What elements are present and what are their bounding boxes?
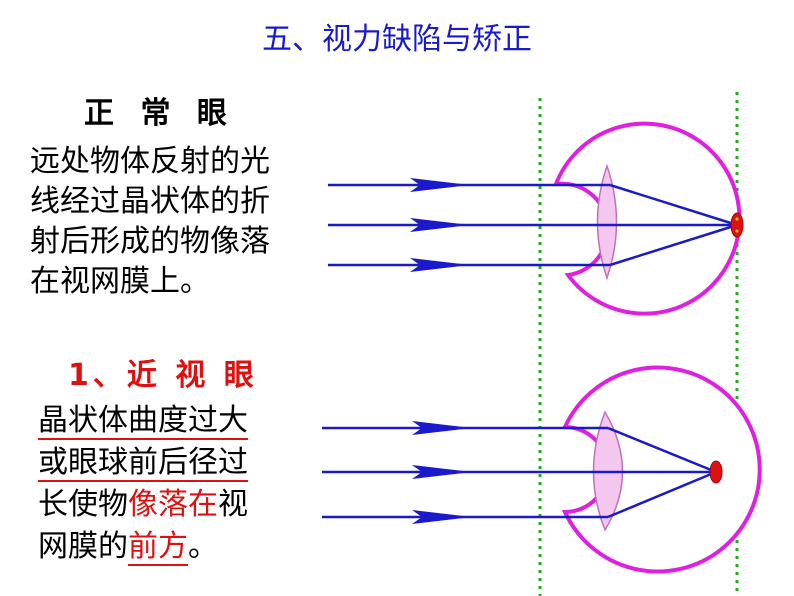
page-title: 五、视力缺陷与矫正: [262, 22, 532, 57]
myopia-arrow-middle: [412, 465, 472, 479]
myopia-arrow-bottom: [412, 510, 472, 524]
myopia-line-4b: 前方: [128, 529, 188, 566]
normal-eye-diagram: [328, 121, 744, 316]
myopia-arrow-top: [412, 421, 472, 435]
myopia-line-1: 晶状体曲度过大: [38, 400, 298, 442]
normal-refracted-top: [609, 183, 738, 227]
myopia-line-2: 或眼球前后径过: [38, 442, 298, 484]
normal-eye-line-1: 远处物体反射的光: [30, 144, 270, 179]
myopia-line-1-text: 晶状体曲度过大: [38, 403, 248, 440]
myopia-eye-diagram: [322, 365, 762, 574]
normal-refracted-bottom: [609, 223, 738, 267]
myopia-line-3a: 长使物: [38, 487, 128, 522]
myopia-refracted-bottom: [607, 470, 717, 519]
myopia-line-3: 长使物像落在视: [38, 484, 298, 526]
myopia-line-3c: 视: [218, 487, 248, 522]
normal-eye-line-4: 在视网膜上。: [30, 264, 210, 299]
normal-eyeball: [552, 121, 742, 316]
myopia-line-4: 网膜的前方。: [38, 526, 298, 568]
myopia-line-4c: 。: [188, 529, 218, 564]
myopia-image-spot: [709, 460, 723, 484]
normal-arrow-top: [410, 178, 470, 192]
myopia-line-4a: 网膜的: [38, 529, 128, 564]
normal-arrow-bottom: [410, 258, 470, 272]
normal-eye-description: 远处物体反射的光 线经过晶状体的折 射后形成的物像落 在视网膜上。: [30, 142, 320, 302]
myopia-description: 晶状体曲度过大 或眼球前后径过 长使物像落在视 网膜的前方。: [38, 400, 298, 568]
myopia-line-3b: 像落在: [128, 487, 218, 522]
myopia-heading: 1、近 视 眼: [68, 358, 258, 393]
myopia-refracted-top: [607, 426, 717, 474]
normal-eye-heading: 正 常 眼: [84, 96, 235, 131]
normal-image-spot: [730, 212, 744, 238]
normal-lens: [596, 163, 618, 281]
normal-arrow-middle: [410, 218, 470, 232]
normal-eye-line-2: 线经过晶状体的折: [30, 184, 270, 219]
normal-eye-line-3: 射后形成的物像落: [30, 224, 270, 259]
myopia-line-2-text: 或眼球前后径过: [38, 445, 248, 482]
